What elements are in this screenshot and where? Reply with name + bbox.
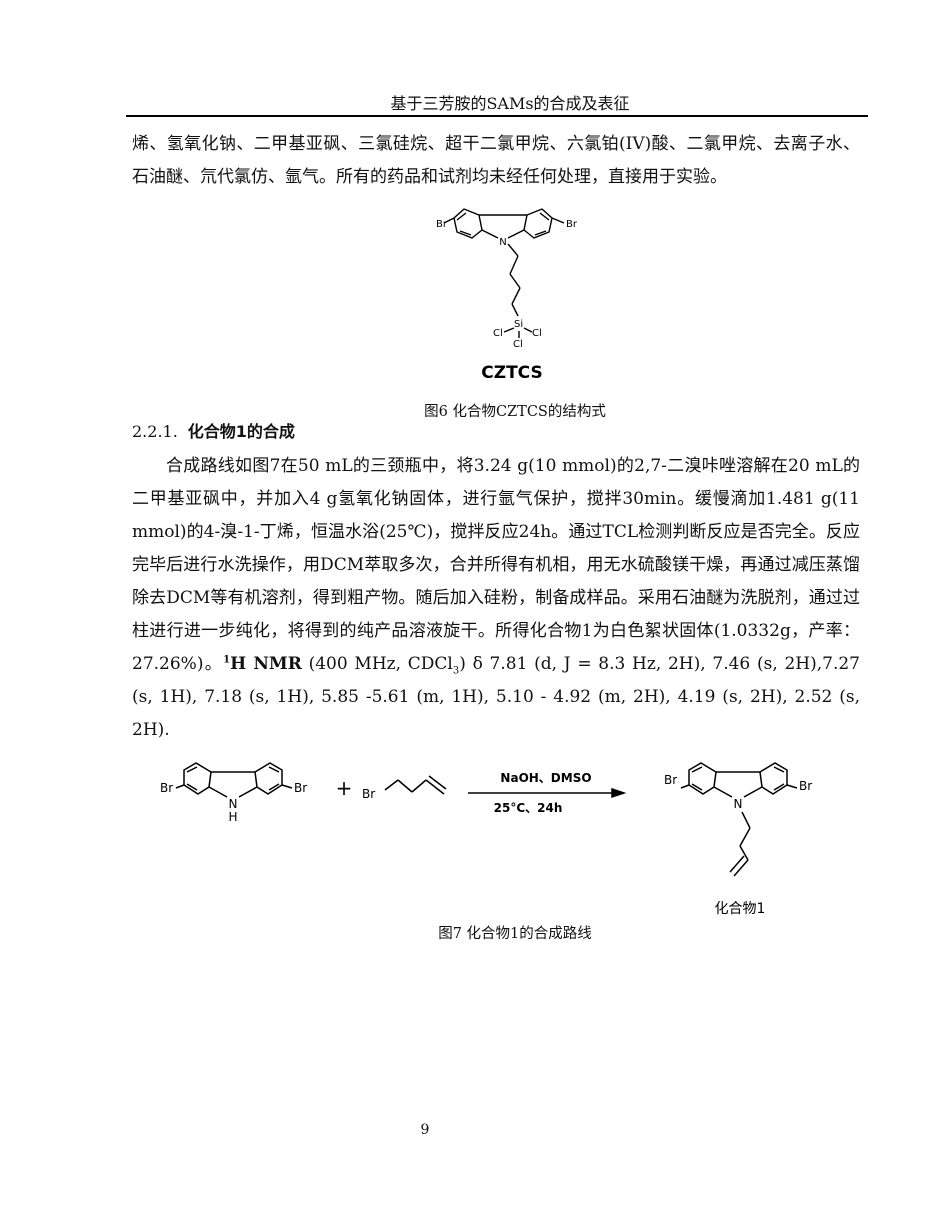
reaction-reagents: NaOH、DMSO [500, 771, 591, 785]
cztcs-bonds [443, 208, 565, 338]
product-label: 化合物1 [715, 901, 766, 917]
nmr-conditions: (400 MHz, CDCl [301, 654, 453, 674]
cztcs-structure: Br Br N Si Cl Cl Cl CZTCS [436, 208, 578, 380]
cztcs-cl-right: Cl [532, 328, 542, 339]
figure7-caption: 图7 化合物1的合成路线 [438, 926, 592, 942]
product-br-right: Br [799, 779, 812, 793]
cztcs-label: CZTCS [481, 363, 542, 380]
figure6-caption: 图6 化合物CZTCS的结构式 [424, 404, 606, 420]
running-header: 基于三芳胺的SAMs的合成及表征 [390, 94, 630, 113]
nmr-superscript: 1 [223, 654, 231, 666]
cztcs-n: N [499, 237, 506, 248]
nmr-label: H NMR [230, 654, 302, 674]
header-rule [126, 115, 868, 117]
scheme-bonds [175, 762, 798, 877]
cztcs-br-right: Br [566, 219, 578, 230]
nmr-subscript: 3 [452, 665, 460, 677]
nmr-data: ) δ 7.81 (d, J = 8.3 Hz, 2H), 7.46 (s, 2… [132, 654, 860, 740]
cztcs-br-left: Br [436, 219, 448, 230]
reactant1-h: H [228, 810, 237, 824]
product-n: N [734, 797, 743, 811]
cztcs-cl-left: Cl [493, 328, 503, 339]
synthesis-scheme: Br Br N H + Br NaOH、DMSO 25°C、24h Br Br … [160, 762, 812, 917]
reaction-conditions: 25°C、24h [494, 801, 563, 815]
intro-paragraph: 烯、氢氧化钠、二甲基亚砜、三氯硅烷、超干二氯甲烷、六氯铂(IV)酸、二氯甲烷、去… [132, 134, 860, 187]
section-heading: 2.2.1. 化合物1的合成 [132, 418, 295, 442]
cztcs-si: Si [514, 319, 523, 330]
plus-sign: + [336, 776, 353, 800]
cztcs-cl-bottom: Cl [513, 339, 523, 350]
synthesis-text: 合成路线如图7在50 mL的三颈瓶中，将3.24 g(10 mmol)的2,7-… [132, 456, 860, 674]
reactant1-br-left: Br [160, 781, 173, 795]
reactant1-br-right: Br [294, 781, 307, 795]
page-number: 9 [420, 1122, 430, 1138]
section-title: 化合物1的合成 [187, 422, 295, 441]
product-br-left: Br [664, 773, 677, 787]
synthesis-paragraph: 合成路线如图7在50 mL的三颈瓶中，将3.24 g(10 mmol)的2,7-… [132, 450, 860, 747]
reactant2-br: Br [362, 787, 375, 801]
reactant1-n: N [229, 797, 238, 811]
section-number: 2.2.1. [132, 422, 178, 441]
